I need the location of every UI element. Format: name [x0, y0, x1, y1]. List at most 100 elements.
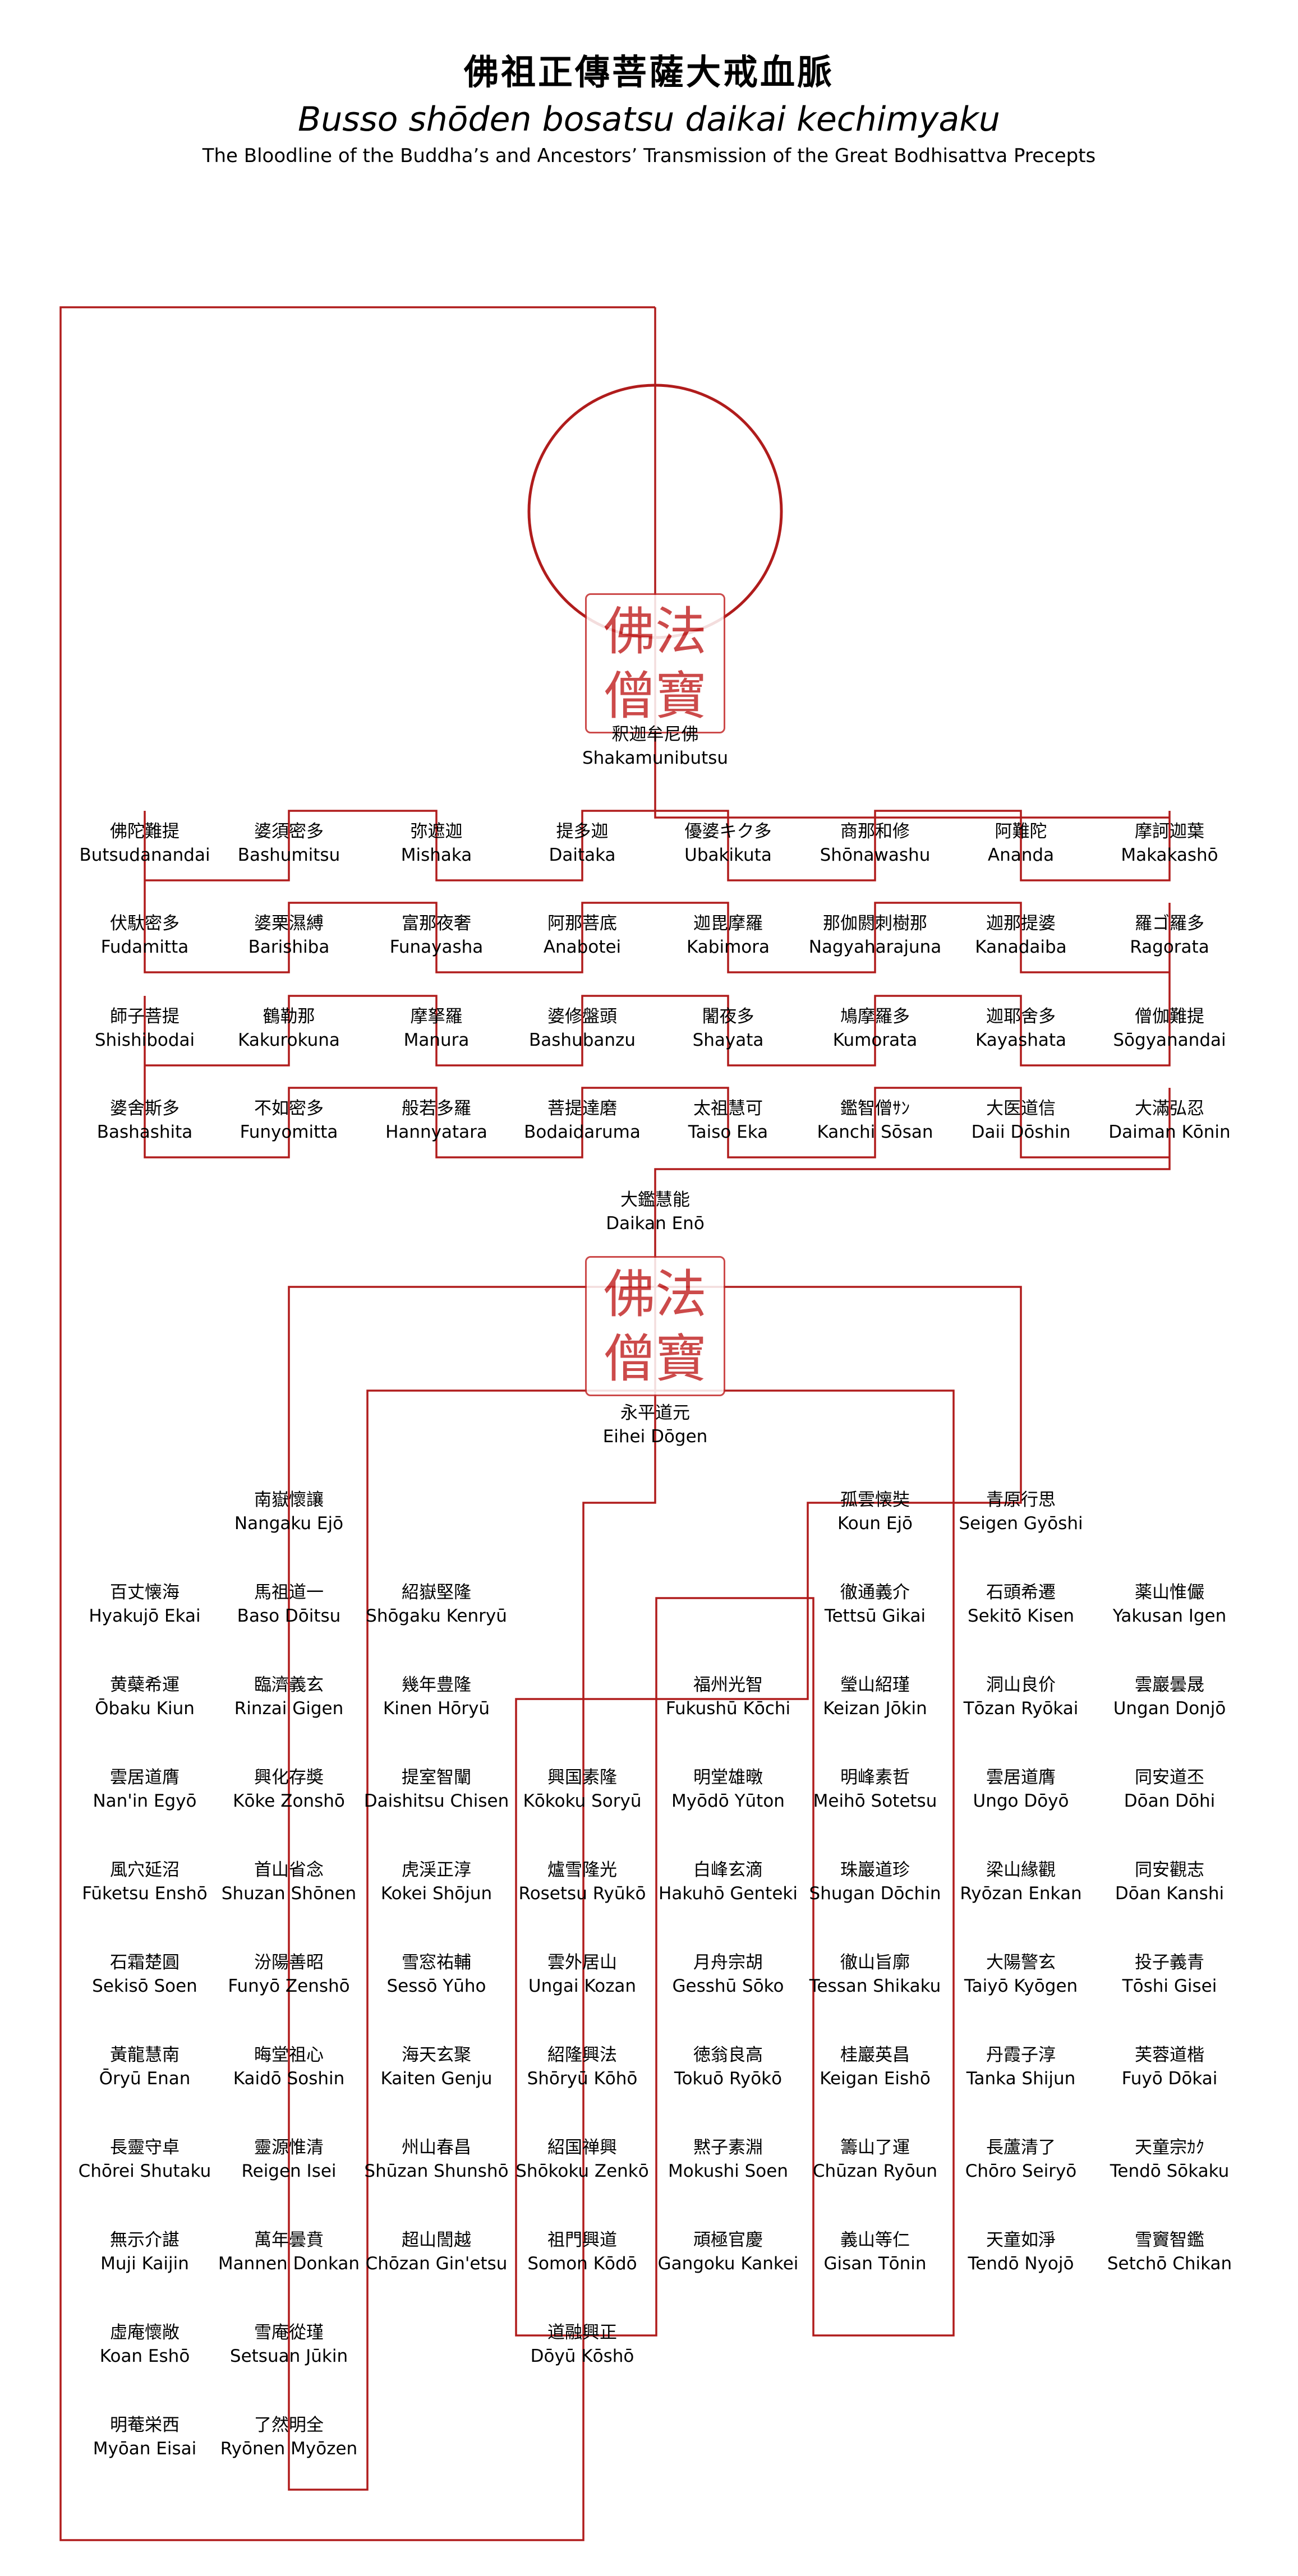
ancestor-kanji: 福州光智	[693, 1675, 763, 1695]
ancestor-kanji: 阿那菩底	[547, 913, 617, 934]
ancestor-kanji: 靈源惟清	[254, 2138, 324, 2158]
ancestor-kanji: 馬祖道一	[254, 1582, 324, 1603]
ancestor-kanji: 頑極官慶	[693, 2230, 763, 2250]
ancestor-romaji: Gisan Tōnin	[823, 2254, 927, 2274]
ancestor-kanji: 提室智闡	[402, 1767, 471, 1788]
ancestor-kanji: 雲居道膺	[110, 1767, 179, 1788]
ancestor-kanji: 海天玄聚	[402, 2045, 471, 2065]
ancestor-romaji: Eihei Dōgen	[602, 1427, 708, 1447]
ancestor-romaji: Mokushi Soen	[668, 2161, 788, 2181]
ancestor-kanji: 瑩山紹瑾	[840, 1675, 910, 1695]
ancestor-romaji: Mannen Donkan	[218, 2254, 360, 2274]
ancestor-kanji: 婆須密多	[254, 821, 324, 842]
ancestor-kanji: 長靈守卓	[110, 2138, 179, 2158]
ancestor-romaji: Ragorata	[1130, 937, 1209, 957]
ancestor-kanji: 爐雪隆光	[547, 1860, 617, 1880]
ancestor-kanji: 超山誾越	[402, 2230, 471, 2250]
ancestor-kanji: 迦耶舍多	[986, 1007, 1056, 1027]
ancestor-romaji: Ubakikuta	[684, 845, 772, 865]
ancestor-node: 靈源惟清 Reigen Isei	[205, 2136, 373, 2183]
ancestor-romaji: Shishibodai	[94, 1030, 195, 1050]
ancestor-kanji: 萬年曇賁	[254, 2230, 324, 2250]
ancestor-romaji: Reigen Isei	[241, 2161, 337, 2181]
ancestor-romaji: Kinen Hōryū	[383, 1698, 490, 1719]
ancestor-romaji: Keizan Jōkin	[823, 1698, 927, 1719]
ancestor-kanji: 珠巖道珍	[840, 1860, 910, 1880]
ancestor-kanji: 優婆キク多	[684, 821, 772, 842]
ancestor-romaji: Chōro Seiryō	[965, 2161, 1077, 2181]
ancestor-kanji: 興国素隆	[547, 1767, 617, 1788]
ancestor-kanji: 興化存奬	[254, 1767, 324, 1788]
ancestor-kanji: 道融興正	[547, 2323, 617, 2343]
title-kanji: 佛祖正傳菩薩大戒血脈	[463, 52, 834, 93]
ancestor-kanji: 青原行思	[986, 1490, 1056, 1510]
ancestor-kanji: 臨濟義玄	[254, 1675, 324, 1695]
ancestor-kanji: 首山省念	[254, 1860, 324, 1880]
ancestor-kanji: 明堂雄暾	[693, 1767, 763, 1788]
ancestor-romaji: Hannyatara	[385, 1122, 487, 1142]
ancestor-romaji: Tanka Shijun	[966, 2069, 1076, 2089]
ancestor-romaji: Tettsū Gikai	[824, 1606, 926, 1626]
ancestor-kanji: 師子菩提	[110, 1007, 179, 1027]
ancestor-romaji: Sekitō Kisen	[967, 1606, 1075, 1626]
ancestor-romaji: Shakamunibutsu	[582, 748, 729, 768]
ancestor-romaji: Muji Kaijin	[100, 2254, 189, 2274]
ancestor-kanji: 投子義青	[1135, 1952, 1204, 1973]
ancestor-kanji: 紹隆興法	[547, 2045, 617, 2065]
ancestor-romaji: Kokei Shōjun	[380, 1883, 492, 1904]
ancestor-romaji: Funyomitta	[240, 1122, 338, 1142]
ancestor-kanji: 明菴栄西	[110, 2415, 179, 2435]
ancestor-romaji: Meihō Sotetsu	[813, 1791, 937, 1811]
ancestor-romaji: Kabimora	[687, 937, 770, 957]
ancestor-romaji: Myōan Eisai	[93, 2439, 197, 2459]
ancestor-romaji: Chūzan Ryōun	[812, 2161, 938, 2181]
ancestor-kanji: 幾年豊隆	[402, 1675, 471, 1695]
ancestor-romaji: Daishitsu Chisen	[363, 1791, 509, 1811]
ancestor-romaji: Tōzan Ryōkai	[963, 1698, 1079, 1719]
ancestor-kanji: 丹霞子淳	[986, 2045, 1056, 2065]
ancestor-romaji: Bashumitsu	[237, 845, 340, 865]
ancestor-romaji: Daii Dōshin	[971, 1122, 1071, 1142]
ancestor-romaji: Hyakujō Ekai	[89, 1606, 201, 1626]
ancestor-kanji: 那伽閼刺樹那	[823, 913, 927, 934]
red-bloodline-path	[59, 306, 1171, 2541]
ancestor-romaji: Nangaku Ejō	[234, 1513, 344, 1534]
ancestor-kanji: 婆栗濕縛	[254, 913, 324, 934]
ancestor-romaji: Makakashō	[1121, 845, 1218, 865]
ancestor-kanji: 南嶽懷讓	[254, 1490, 324, 1510]
ancestor-romaji: Ungan Donjō	[1113, 1698, 1226, 1719]
ancestor-romaji: Barishiba	[248, 937, 330, 957]
ancestor-romaji: Shōkoku Zenkō	[515, 2161, 649, 2181]
ancestor-romaji: Somon Kōdō	[527, 2254, 637, 2274]
ancestor-romaji: Kakurokuna	[238, 1030, 340, 1050]
ancestor-romaji: Taiyō Kyōgen	[964, 1976, 1078, 1996]
ancestor-kanji: 百丈懐海	[110, 1582, 179, 1603]
